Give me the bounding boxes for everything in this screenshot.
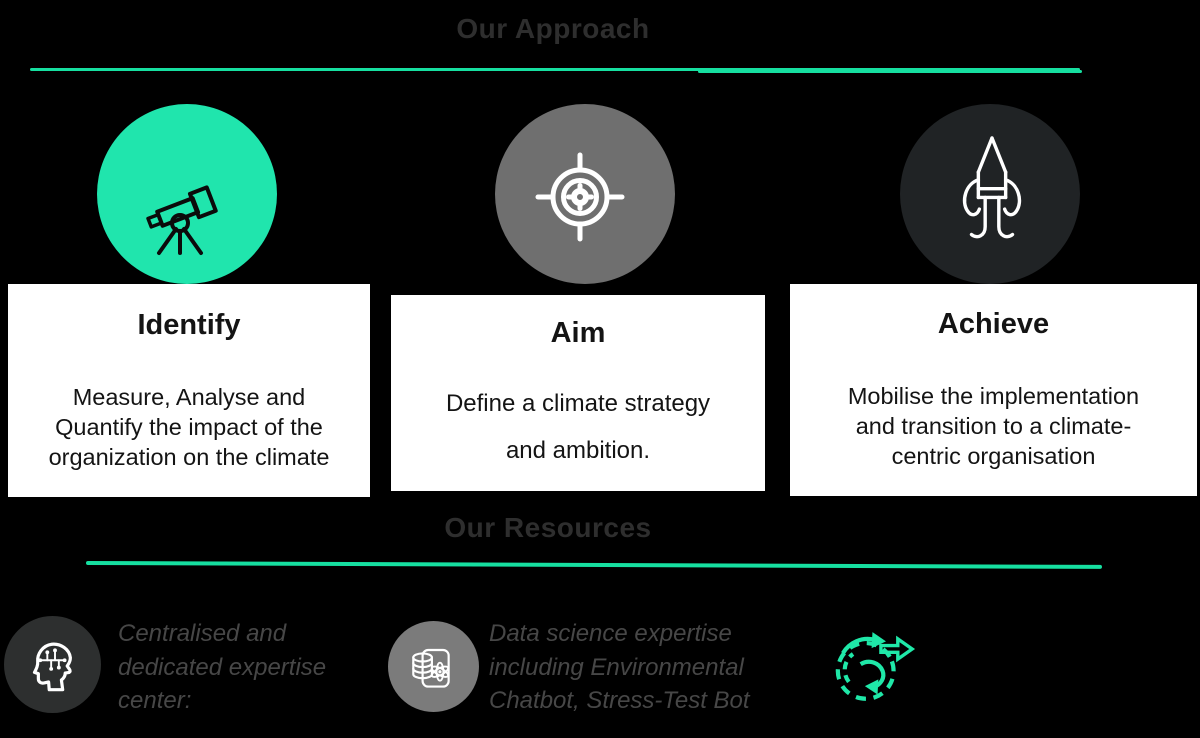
resource-expertise-text: Centralised and dedicated expertise cent… — [118, 617, 398, 718]
card-identify-line: Measure, Analyse and — [72, 384, 306, 410]
resource-data-science-line: Chatbot, Stress-Test Bot — [489, 687, 750, 714]
card-aim-line: and ambition. — [505, 437, 651, 464]
step-circle-identify — [97, 104, 277, 284]
card-aim-line: Define a climate strategy — [445, 390, 711, 417]
resource-expertise-line: center: — [118, 687, 192, 714]
card-aim-title: Aim — [550, 317, 606, 349]
resources-divider-line — [85, 561, 1102, 569]
approach-divider-line-overlap — [698, 70, 1082, 73]
card-achieve-line: centric organisation — [891, 443, 1096, 469]
card-identify-line: organization on the climate — [48, 444, 330, 470]
card-identify-body: Measure, Analyse and Quantify the impact… — [8, 382, 370, 472]
card-achieve-body: Mobilise the implementation and transiti… — [790, 381, 1197, 471]
ai-head-icon — [32, 642, 72, 691]
process-cycle-icon — [835, 632, 916, 701]
data-science-icon — [411, 648, 450, 688]
resource-data-science-text: Data science expertise including Environ… — [489, 617, 789, 718]
approach-section-title: Our Approach — [456, 13, 650, 44]
target-icon — [535, 152, 625, 242]
resource-expertise-line: Centralised and — [118, 620, 287, 647]
card-achieve: Achieve Mobilise the implementation and … — [790, 284, 1197, 496]
resource-circle-data-science — [388, 621, 479, 712]
resource-data-science-line: Data science expertise — [489, 620, 732, 647]
card-achieve-title: Achieve — [937, 308, 1050, 340]
resource-expertise-line: dedicated expertise — [118, 653, 327, 681]
card-achieve-line: Mobilise the implementation — [847, 383, 1140, 409]
card-identify-title: Identify — [137, 309, 241, 341]
card-identify: Identify Measure, Analyse and Quantify t… — [8, 284, 370, 497]
card-aim-body: Define a climate strategy and ambition. — [391, 380, 765, 474]
telescope-icon — [146, 185, 218, 255]
card-achieve-line: and transition to a climate- — [855, 413, 1132, 439]
step-circle-achieve — [900, 104, 1080, 284]
resource-data-science-line: including Environmental — [489, 653, 744, 681]
card-identify-line: Quantify the impact of the — [55, 414, 323, 440]
resources-section-title: Our Resources — [444, 512, 652, 543]
resource-circle-expertise — [4, 616, 101, 713]
step-circle-aim — [495, 104, 675, 284]
card-aim: Aim Define a climate strategy and ambiti… — [391, 295, 765, 491]
approach-divider-line — [30, 68, 1080, 71]
rocket-icon — [962, 135, 1022, 238]
